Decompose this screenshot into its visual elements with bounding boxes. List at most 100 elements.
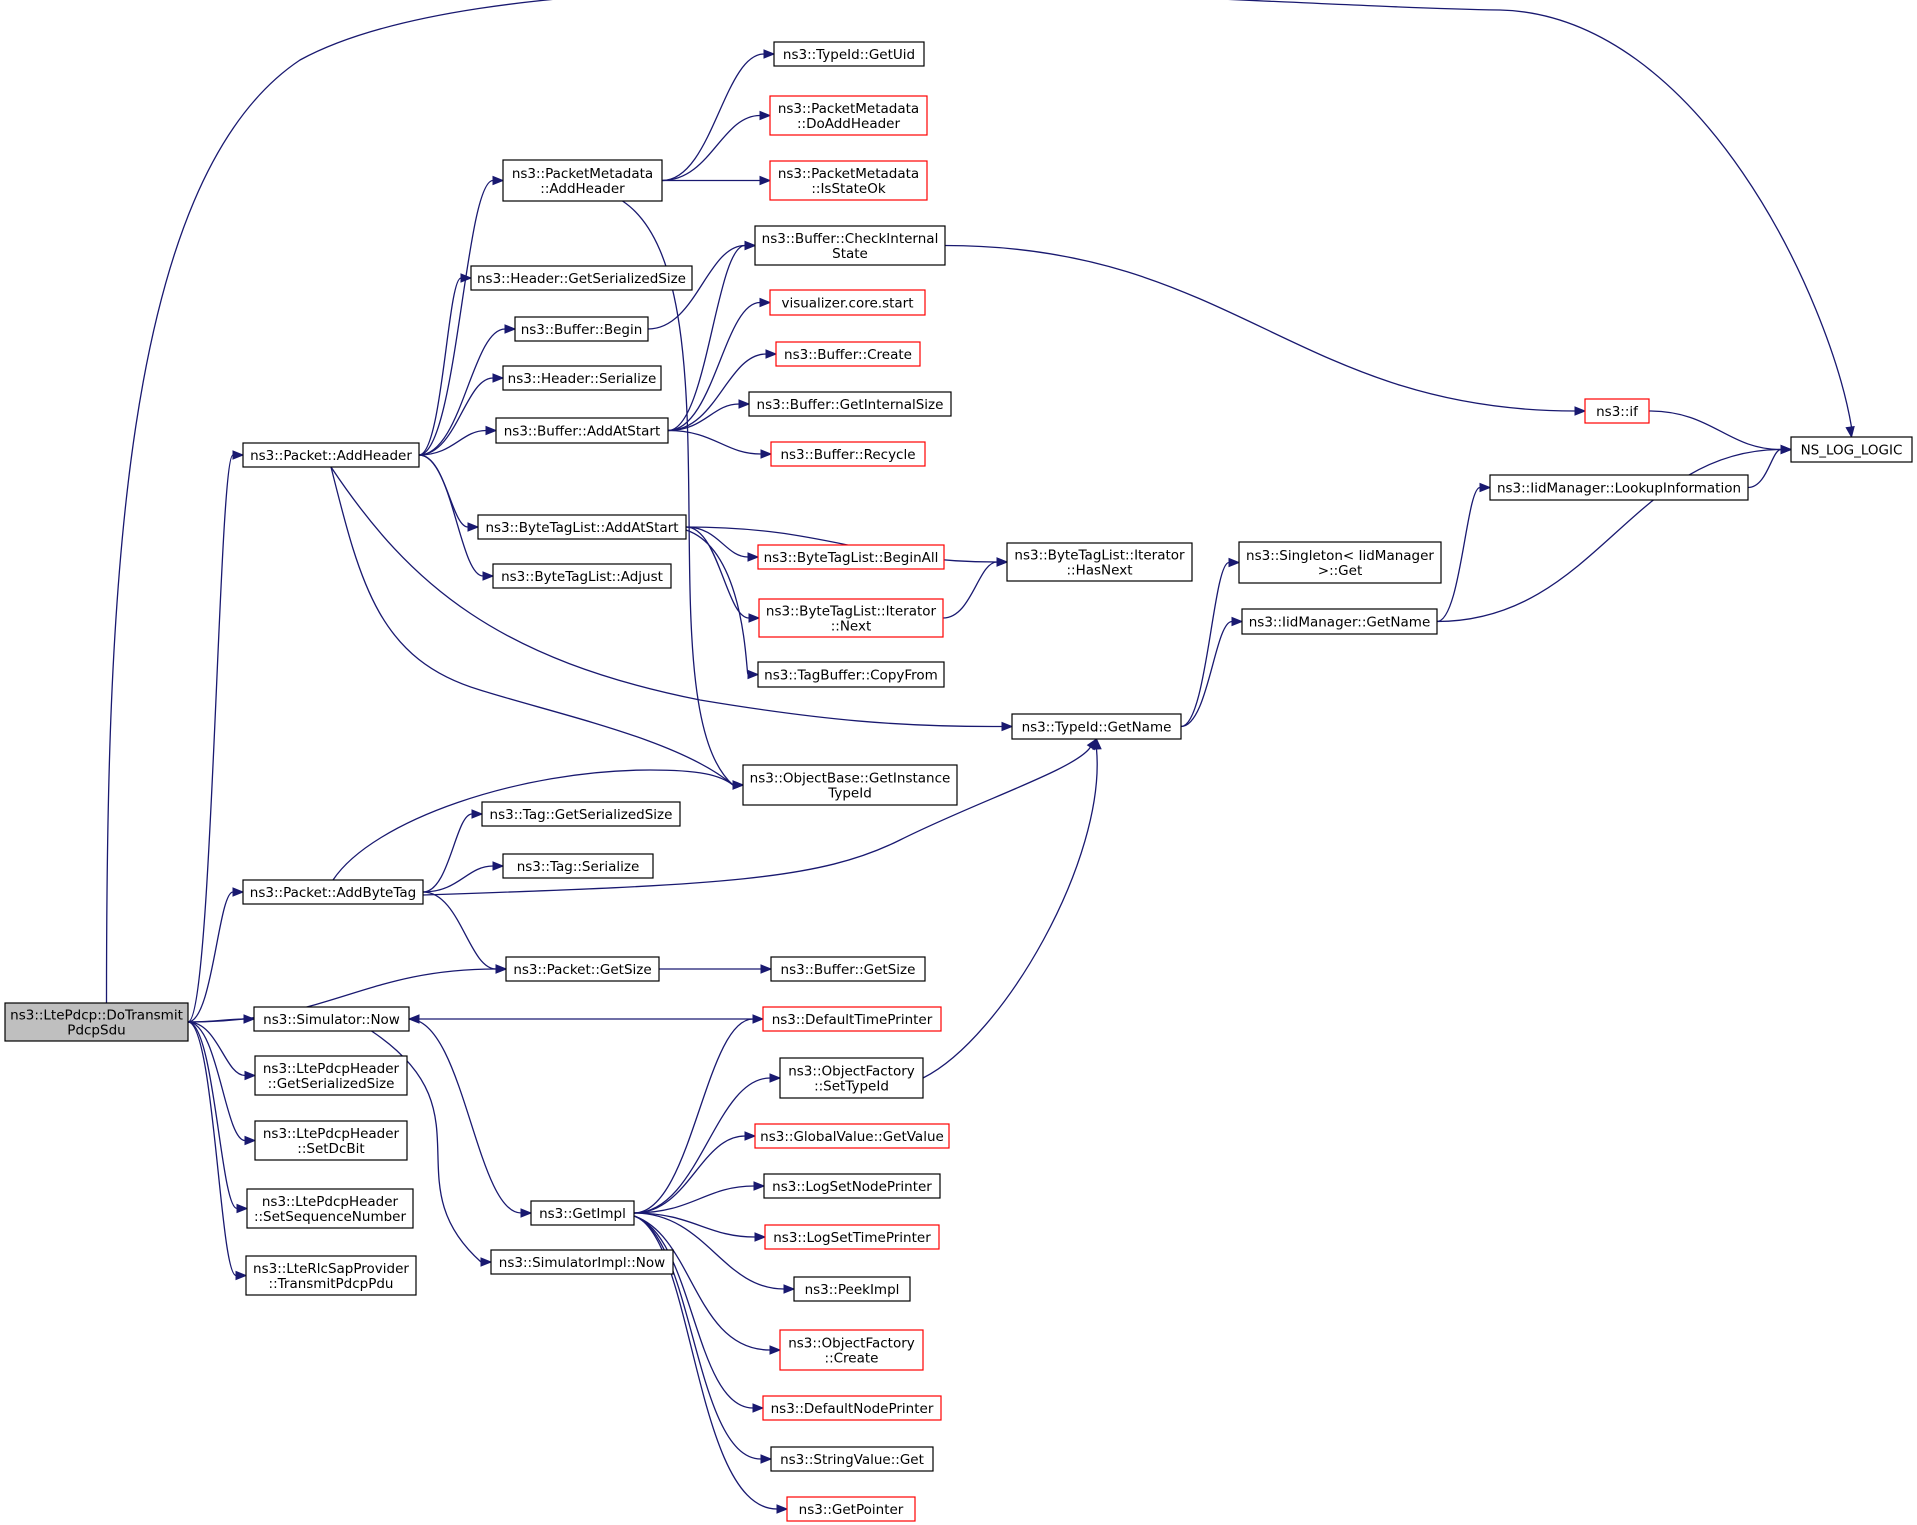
node-label: ::IsStateOk xyxy=(811,181,885,197)
node-box xyxy=(754,1123,950,1149)
node-pdcph_getser[interactable]: ns3::LtePdcpHeader::GetSerializedSize xyxy=(254,1055,408,1096)
node-objfactory_settypeid[interactable]: ns3::ObjectFactory::SetTypeId xyxy=(779,1057,924,1099)
node-label: ns3::TypeId::GetUid xyxy=(783,47,915,63)
edge-line xyxy=(633,1135,746,1214)
node-btl_iter_next[interactable]: ns3::ByteTagList::Iterator::Next xyxy=(758,598,944,638)
node-rlcsap[interactable]: ns3::LteRlcSapProvider::TransmitPdcpPdu xyxy=(245,1255,417,1296)
node-pkt_getsize[interactable]: ns3::Packet::GetSize xyxy=(505,956,660,982)
node-log_settimeprinter[interactable]: ns3::LogSetTimePrinter xyxy=(764,1224,940,1250)
node-label: ns3::LogSetNodePrinter xyxy=(772,1179,932,1195)
node-ns3_if[interactable]: ns3::if xyxy=(1584,398,1650,424)
node-buf_addatstart[interactable]: ns3::Buffer::AddAtStart xyxy=(495,417,669,444)
edge-line xyxy=(418,454,469,528)
node-typeid_getuid[interactable]: ns3::TypeId::GetUid xyxy=(773,41,925,67)
node-log_setnodeprinter[interactable]: ns3::LogSetNodePrinter xyxy=(763,1173,941,1199)
node-pdcph_setdc[interactable]: ns3::LtePdcpHeader::SetDcBit xyxy=(254,1120,408,1161)
node-btl_beginall[interactable]: ns3::ByteTagList::BeginAll xyxy=(757,544,945,570)
edge-root-to-pdcph_getser xyxy=(187,1021,257,1081)
edge-getimpl-to-getpointer xyxy=(633,1215,789,1514)
node-getimpl[interactable]: ns3::GetImpl xyxy=(530,1200,635,1226)
node-pkt_addbytetag[interactable]: ns3::Packet::AddByteTag xyxy=(242,879,424,905)
edge-line xyxy=(633,1077,771,1214)
node-buf_getsize[interactable]: ns3::Buffer::GetSize xyxy=(770,956,926,982)
node-objfactory_create[interactable]: ns3::ObjectFactory::Create xyxy=(779,1329,924,1371)
edge-getimpl-to-peekimpl xyxy=(633,1212,796,1294)
edge-pkt_addheader-to-typeid_getname xyxy=(330,466,1014,732)
node-pkt_addheader[interactable]: ns3::Packet::AddHeader xyxy=(242,442,420,468)
node-box xyxy=(1011,713,1182,740)
node-buf_getinternalsize[interactable]: ns3::Buffer::GetInternalSize xyxy=(748,391,952,417)
node-label: ns3::Packet::GetSize xyxy=(513,962,651,978)
node-buf_recycle[interactable]: ns3::Buffer::Recycle xyxy=(770,441,926,467)
node-btl_iter_hasnext[interactable]: ns3::ByteTagList::Iterator::HasNext xyxy=(1006,542,1193,582)
edge-arrowhead xyxy=(232,450,245,460)
edge-line xyxy=(661,53,765,182)
node-label: ns3::Simulator::Now xyxy=(263,1012,400,1028)
edge-line xyxy=(633,1215,778,1510)
edge-arrowhead xyxy=(783,1284,796,1294)
edge-buf_addatstart-to-buf_create xyxy=(667,349,778,432)
node-box xyxy=(481,801,681,827)
node-label: ns3::Packet::AddByteTag xyxy=(250,885,416,901)
node-label: ns3::Singleton< IidManager xyxy=(1246,548,1434,564)
node-default_node_printer[interactable]: ns3::DefaultNodePrinter xyxy=(762,1395,942,1421)
edge-arrowhead xyxy=(1001,721,1014,732)
node-pm_doaddheader[interactable]: ns3::PacketMetadata::DoAddHeader xyxy=(769,95,928,136)
node-label: ns3::LogSetTimePrinter xyxy=(773,1230,931,1246)
node-tagbuf_copyfrom[interactable]: ns3::TagBuffer::CopyFrom xyxy=(757,661,945,688)
node-sim_now[interactable]: ns3::Simulator::Now xyxy=(253,1006,410,1032)
edge-btl_addatstart-to-btl_iter_next xyxy=(685,526,761,623)
node-iid_getname[interactable]: ns3::IidManager::GetName xyxy=(1241,608,1438,635)
edge-iid_getname-to-ns_log_logic xyxy=(1436,444,1793,623)
edge-arrowhead xyxy=(460,273,473,283)
node-hdr_getser[interactable]: ns3::Header::GetSerializedSize xyxy=(470,265,693,291)
edge-arrowhead xyxy=(752,1403,765,1413)
node-ns_log_logic[interactable]: NS_LOG_LOGIC xyxy=(1790,436,1913,463)
edge-root-to-rlcsap xyxy=(187,1021,248,1281)
node-hdr_serialize[interactable]: ns3::Header::Serialize xyxy=(502,365,662,391)
node-label: ns3::if xyxy=(1596,404,1639,420)
node-buf_create[interactable]: ns3::Buffer::Create xyxy=(775,341,921,367)
node-box xyxy=(242,442,420,468)
node-box xyxy=(4,1002,189,1042)
node-stringvalue_get[interactable]: ns3::StringValue::Get xyxy=(770,1446,934,1472)
node-pdcph_setseq[interactable]: ns3::LtePdcpHeader::SetSequenceNumber xyxy=(246,1188,414,1229)
edge-line xyxy=(661,114,761,182)
node-btl_adjust[interactable]: ns3::ByteTagList::Adjust xyxy=(492,563,672,589)
node-box xyxy=(1241,608,1438,635)
edge-line xyxy=(633,1212,756,1238)
node-label: ns3::IidManager::LookupInformation xyxy=(1497,481,1741,497)
node-iid_lookup[interactable]: ns3::IidManager::LookupInformation xyxy=(1489,474,1749,501)
node-label: ns3::DefaultTimePrinter xyxy=(772,1012,933,1028)
node-box xyxy=(769,289,926,316)
node-box xyxy=(779,1329,924,1371)
node-typeid_getname[interactable]: ns3::TypeId::GetName xyxy=(1011,713,1182,740)
edge-pm_addheader-to-typeid_getuid xyxy=(661,49,776,182)
node-label: ns3::LtePdcp::DoTransmit xyxy=(10,1008,183,1024)
node-globalvalue_getvalue[interactable]: ns3::GlobalValue::GetValue xyxy=(754,1123,950,1149)
node-label: ns3::Buffer::GetInternalSize xyxy=(757,397,944,413)
node-btl_addatstart[interactable]: ns3::ByteTagList::AddAtStart xyxy=(477,514,687,540)
node-simimpl_now[interactable]: ns3::SimulatorImpl::Now xyxy=(490,1249,674,1275)
node-box xyxy=(242,879,424,905)
node-peekimpl[interactable]: ns3::PeekImpl xyxy=(793,1276,911,1302)
node-getpointer[interactable]: ns3::GetPointer xyxy=(786,1496,916,1522)
node-label: ns3::PacketMetadata xyxy=(512,166,653,182)
edge-typeid_getname-to-singleton_get xyxy=(1180,557,1241,728)
node-singleton_get[interactable]: ns3::Singleton< IidManager>::Get xyxy=(1238,541,1442,584)
node-tag_serialize[interactable]: ns3::Tag::Serialize xyxy=(502,853,654,879)
node-default_time_printer[interactable]: ns3::DefaultTimePrinter xyxy=(762,1006,942,1032)
edge-line xyxy=(667,353,767,432)
node-tag_getser[interactable]: ns3::Tag::GetSerializedSize xyxy=(481,801,681,827)
edge-default_time_printer-to-sim_now xyxy=(407,1014,763,1024)
node-pm_addheader[interactable]: ns3::PacketMetadata::AddHeader xyxy=(502,159,663,202)
edge-line xyxy=(685,526,749,558)
node-pm_isstateok[interactable]: ns3::PacketMetadata::IsStateOk xyxy=(769,160,928,201)
node-buf_begin[interactable]: ns3::Buffer::Begin xyxy=(514,316,649,342)
node-viz_start[interactable]: visualizer.core.start xyxy=(769,289,926,316)
node-box xyxy=(254,1055,408,1096)
